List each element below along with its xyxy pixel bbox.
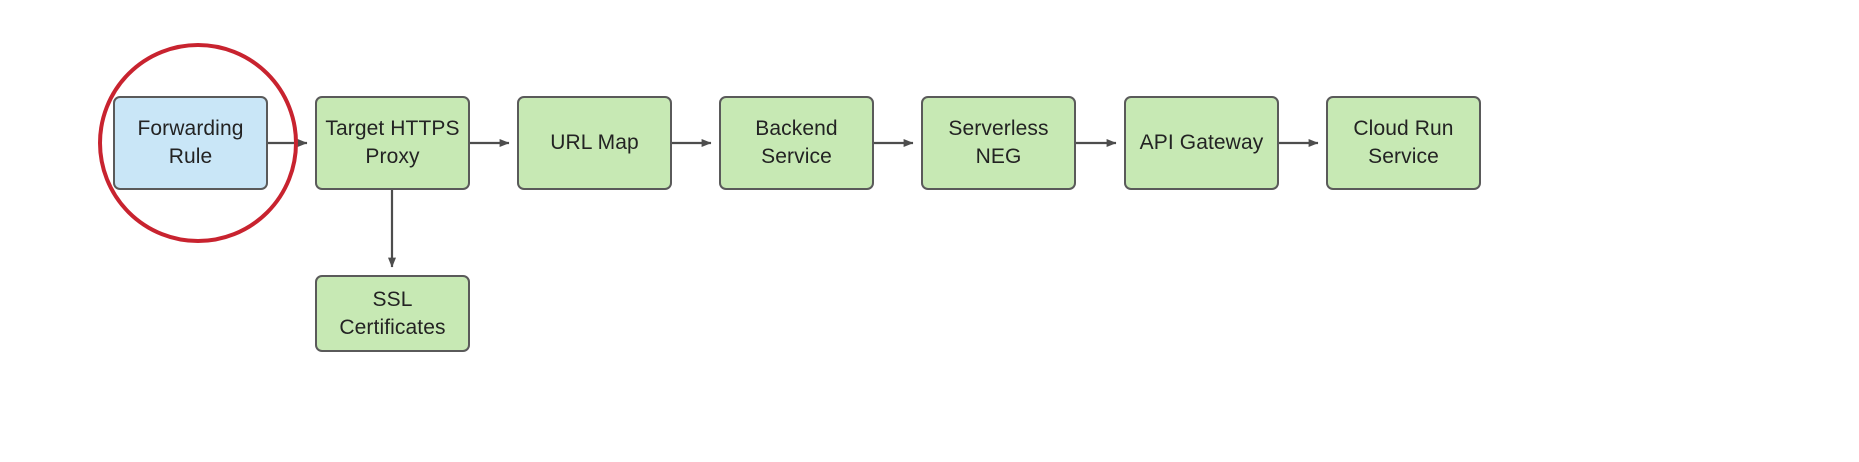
node-cloud-run-service[interactable]: Cloud Run Service	[1326, 96, 1481, 190]
node-api-gateway[interactable]: API Gateway	[1124, 96, 1279, 190]
node-backend-service[interactable]: Backend Service	[719, 96, 874, 190]
highlight-circle-forwarding-rule	[98, 43, 298, 243]
node-target-https-proxy[interactable]: Target HTTPS Proxy	[315, 96, 470, 190]
node-serverless-neg[interactable]: Serverless NEG	[921, 96, 1076, 190]
node-forwarding-rule[interactable]: Forwarding Rule	[113, 96, 268, 190]
node-url-map[interactable]: URL Map	[517, 96, 672, 190]
node-ssl-certificates[interactable]: SSL Certificates	[315, 275, 470, 352]
